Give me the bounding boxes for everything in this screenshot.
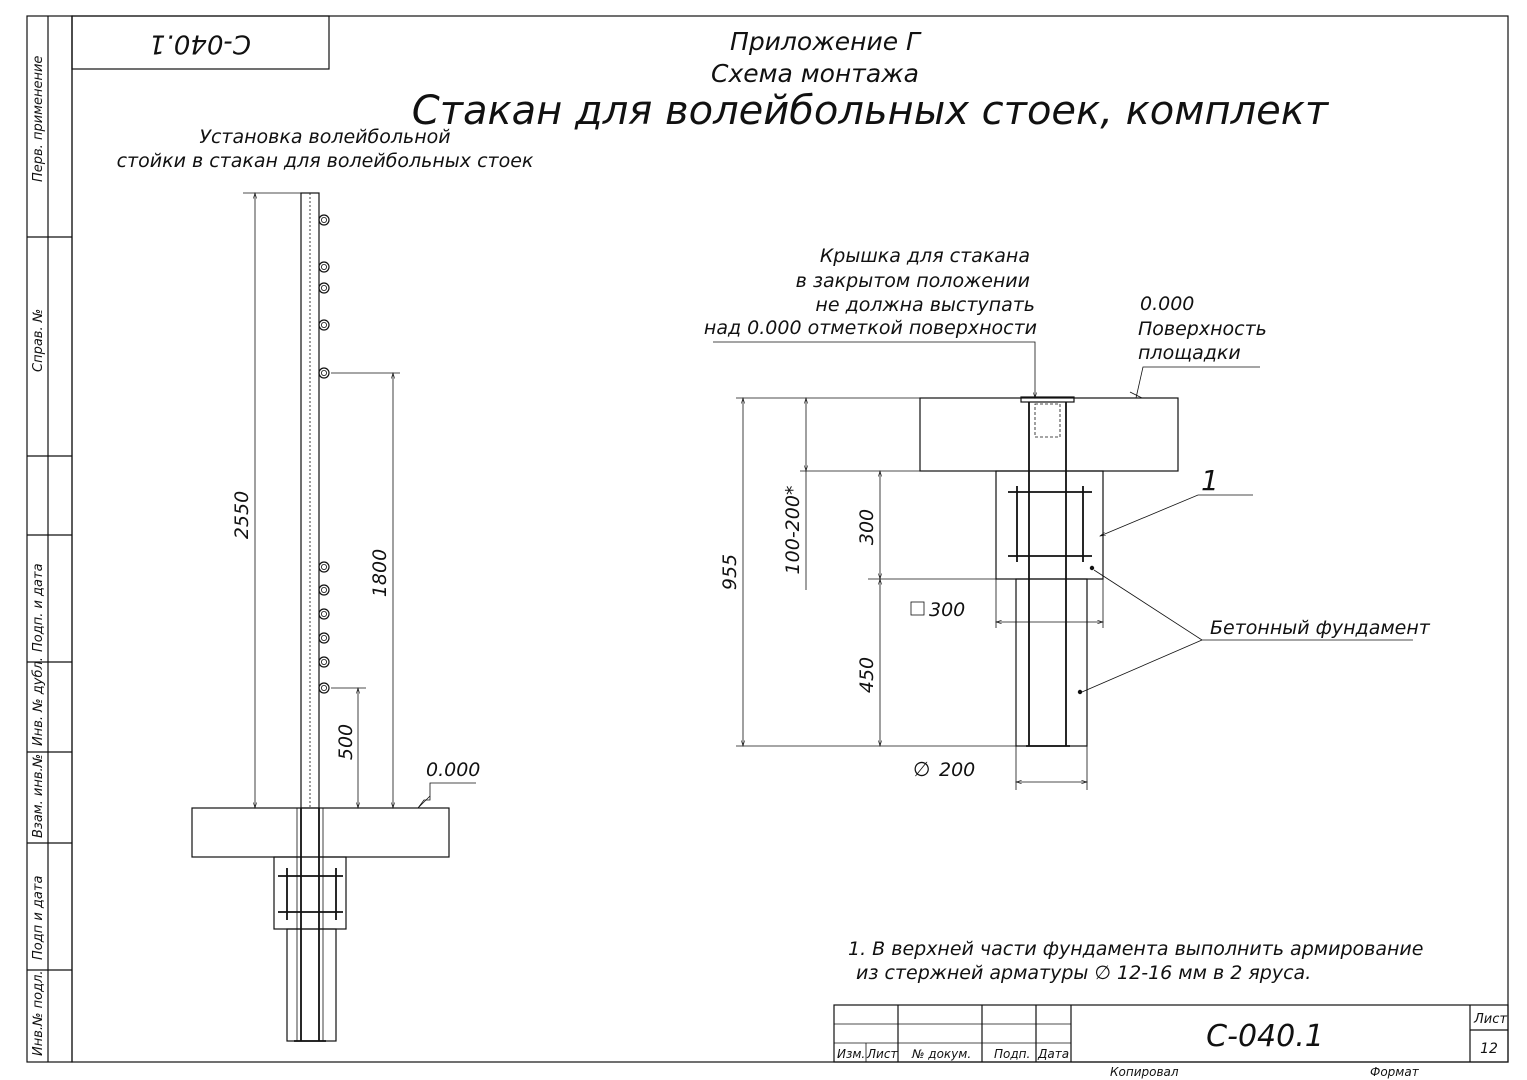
tb-sheet-label: Лист <box>1473 1012 1507 1027</box>
appendix-label: Приложение Г <box>730 27 922 56</box>
right-dim-total: 955 <box>719 554 741 590</box>
diameter-symbol: ∅ <box>913 757 930 781</box>
tb-sheet-number: 12 <box>1480 1041 1498 1057</box>
tb-kopiroval: Копировал <box>1110 1065 1179 1079</box>
side-strip: Перв. применение Справ. № Подп. и дата И… <box>26 15 73 1063</box>
left-dim-lower: 500 <box>335 724 357 760</box>
right-dim-lower: 450 <box>856 657 878 693</box>
tb-col-list: Лист <box>866 1047 898 1061</box>
left-level-label: 0.000 <box>426 759 480 781</box>
right-dim-slab: 100-200* <box>782 486 804 575</box>
concrete-label: Бетонный фундамент <box>1210 617 1431 639</box>
right-footing-upper <box>995 470 1104 580</box>
right-view: Крышка для стакана в закрытом положении … <box>704 245 1431 790</box>
tb-format: Формат <box>1370 1065 1420 1079</box>
left-caption-line1: Установка волейбольной <box>199 126 450 148</box>
note-line1: 1. В верхней части фундамента выполнить … <box>848 938 1423 960</box>
tb-code: С-040.1 <box>1206 1019 1324 1054</box>
corner-code: С-040.1 <box>149 29 251 59</box>
right-slab <box>919 397 1179 472</box>
cover-note-line2: в закрытом положении <box>796 270 1030 292</box>
right-dim-diameter: 200 <box>939 759 975 781</box>
tb-col-izm: Изм. <box>837 1047 865 1061</box>
surface-line2: площадки <box>1138 342 1241 364</box>
title-block: Изм. Лист № докум. Подп. Дата С-040.1 Ли… <box>833 1004 1509 1079</box>
cover-note-line1: Крышка для стакана <box>820 245 1030 267</box>
surface-level-label: 0.000 <box>1140 293 1194 315</box>
tb-col-data: Дата <box>1037 1047 1069 1061</box>
corner-code-box: С-040.1 <box>71 15 330 70</box>
left-caption-line2: стойки в стакан для волейбольных стоек <box>117 150 534 172</box>
surface-line1: Поверхность <box>1138 318 1267 340</box>
side-label-podp-data-2: Подп и дата <box>31 876 46 960</box>
side-label-vzam-inv: Взам. инв.№ <box>31 754 46 838</box>
left-dim-upper: 1800 <box>369 549 391 597</box>
note-line2: из стержней арматуры ∅ 12-16 мм в 2 ярус… <box>856 962 1311 984</box>
side-label-podp-data-1: Подп. и дата <box>31 563 46 652</box>
side-label-perv: Перв. применение <box>31 56 46 182</box>
side-label-inv-podl: Инв.№ подл. <box>31 970 46 1056</box>
tb-col-doc: № докум. <box>911 1047 971 1061</box>
square-symbol <box>910 601 925 616</box>
post-holes <box>318 214 330 694</box>
side-label-sprav: Справ. № <box>31 309 46 372</box>
right-dim-square: 300 <box>929 599 965 621</box>
page-title: Стакан для волейбольных стоек, комплект <box>412 88 1330 134</box>
right-dim-upper: 300 <box>856 509 878 545</box>
cover-note-line3: не должна выступать <box>815 294 1035 316</box>
side-label-inv-dubl: Инв. № дубл. <box>31 657 46 746</box>
left-slab <box>191 807 450 858</box>
tb-col-podp: Подп. <box>994 1047 1030 1061</box>
cup-cover <box>1020 396 1075 403</box>
cover-note-line4: над 0.000 отметкой поверхности <box>704 317 1037 339</box>
left-dim-total: 2550 <box>231 491 253 539</box>
right-footing-lower <box>1015 578 1088 747</box>
left-view: Установка волейбольной стойки в стакан д… <box>117 126 534 1042</box>
callout-number: 1 <box>1201 464 1219 497</box>
left-footing-lower <box>286 928 337 1042</box>
scheme-subtitle: Схема монтажа <box>711 59 919 88</box>
